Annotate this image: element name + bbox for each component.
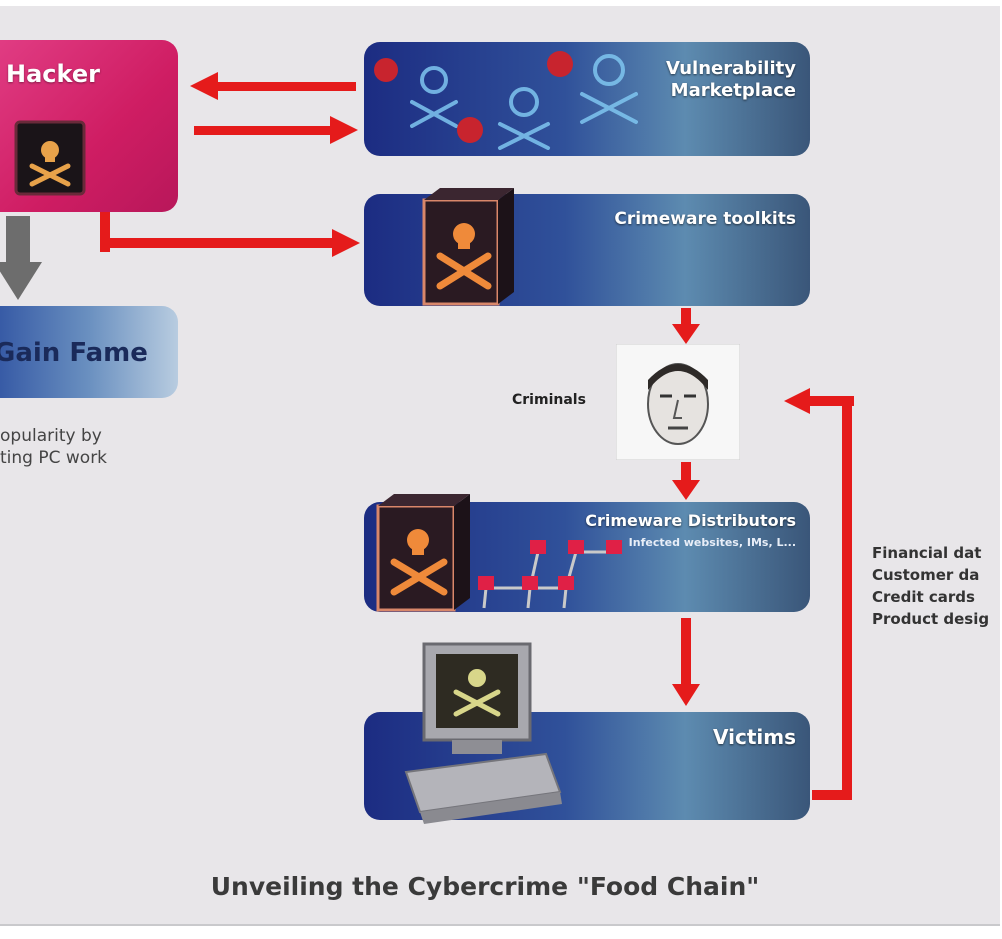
hacker-label: Hacker bbox=[6, 60, 100, 88]
marketplace-to-hacker-arrow bbox=[190, 72, 356, 100]
vulnerability-marketplace-label-line1: Vulnerability bbox=[665, 58, 796, 79]
stolen-data-list: Financial dat Customer da Credit cards P… bbox=[872, 542, 989, 630]
infected-computer-icon bbox=[404, 642, 562, 824]
criminals-label: Criminals bbox=[512, 392, 586, 408]
food-chain-diagram: Hacker Gain Fame opularity by ting PC wo… bbox=[0, 6, 1000, 926]
distribution-network-icon bbox=[478, 540, 622, 609]
feedback-loop-vertical bbox=[842, 396, 852, 800]
hacker-box: Hacker bbox=[0, 40, 178, 212]
diagram-caption: Unveiling the Cybercrime "Food Chain" bbox=[210, 872, 760, 901]
hacker-to-toolkits-arrow-vertical bbox=[100, 212, 110, 252]
gain-fame-box: Gain Fame bbox=[0, 306, 178, 398]
hacker-to-toolkits-arrow bbox=[100, 229, 360, 257]
toolkit-skull-box-icon bbox=[422, 188, 514, 306]
feedback-loop-arrow bbox=[784, 388, 854, 414]
stolen-data-item: Product desig bbox=[872, 610, 990, 628]
vulnerability-marketplace-label-line2: Marketplace bbox=[670, 80, 796, 101]
victims-label: Victims bbox=[713, 725, 796, 749]
gain-fame-note-line1: opularity by bbox=[0, 426, 102, 446]
stolen-data-item: Customer da bbox=[872, 566, 980, 584]
stolen-data-item: Financial dat bbox=[872, 544, 982, 562]
hacker-to-marketplace-arrow bbox=[194, 116, 358, 144]
crimeware-distributors-label: Crimeware Distributors bbox=[585, 511, 796, 530]
down-arrow-icon bbox=[0, 216, 42, 300]
skull-crossbones-icon bbox=[14, 120, 86, 196]
gain-fame-note-line2: ting PC work bbox=[0, 448, 108, 468]
criminals-to-distributors-arrow bbox=[672, 462, 700, 500]
skull-pattern-icon bbox=[374, 51, 638, 150]
crimeware-distributors-sublabel: Infected websites, IMs, L... bbox=[628, 536, 796, 549]
crimeware-toolkits-label: Crimeware toolkits bbox=[614, 209, 796, 229]
toolkits-to-criminals-arrow bbox=[672, 308, 700, 344]
vulnerability-marketplace-box: Vulnerability Marketplace bbox=[364, 42, 810, 156]
gain-fame-label: Gain Fame bbox=[0, 338, 148, 368]
stolen-data-item: Credit cards bbox=[872, 588, 975, 606]
criminal-face-icon bbox=[616, 344, 740, 460]
distributor-skull-box-icon bbox=[376, 494, 470, 612]
feedback-loop-bottom bbox=[812, 790, 852, 800]
distributors-to-victims-arrow bbox=[672, 618, 700, 706]
